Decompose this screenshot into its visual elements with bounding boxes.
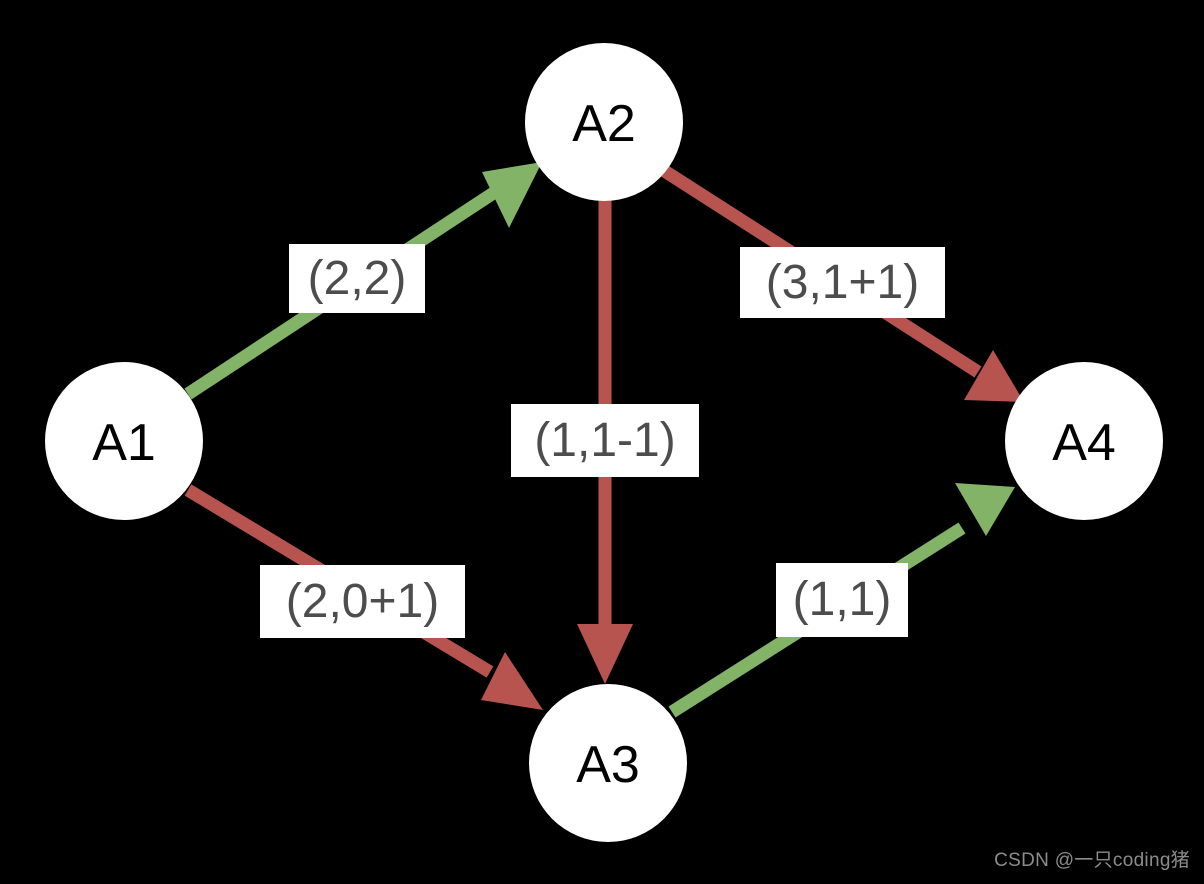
edge-label-a3-a4: (1,1) xyxy=(776,563,908,637)
edge-a2-a3-arrowhead xyxy=(577,624,633,684)
edge-label-a2-a4: (3,1+1) xyxy=(740,247,945,318)
node-a2-label: A2 xyxy=(572,95,636,153)
edge-a2-a4-arrowhead xyxy=(964,350,1024,402)
node-a4-circle[interactable] xyxy=(1005,362,1163,520)
watermark: CSDN @一只coding猪 xyxy=(994,850,1190,871)
edge-a3-a4-arrowhead xyxy=(955,483,1015,536)
edge-label-a2-a3: (1,1-1) xyxy=(511,404,699,477)
node-a3-circle[interactable] xyxy=(529,684,687,842)
node-a3-label: A3 xyxy=(576,736,640,794)
edge-label-a1-a2: (2,2) xyxy=(289,244,425,313)
node-a1-label: A1 xyxy=(92,414,156,472)
edge-a1-a3-arrowhead xyxy=(481,652,543,710)
node-a4[interactable]: A4 xyxy=(1005,362,1163,520)
node-a1-circle[interactable] xyxy=(45,362,203,520)
node-a2-circle[interactable] xyxy=(525,43,683,201)
node-a1[interactable]: A1 xyxy=(45,362,203,520)
node-a3[interactable]: A3 xyxy=(529,684,687,842)
edge-label-a1-a3: (2,0+1) xyxy=(260,565,465,638)
node-a2[interactable]: A2 xyxy=(525,43,683,201)
edge-a1-a2-arrowhead xyxy=(482,162,542,228)
node-a4-label: A4 xyxy=(1052,414,1116,472)
